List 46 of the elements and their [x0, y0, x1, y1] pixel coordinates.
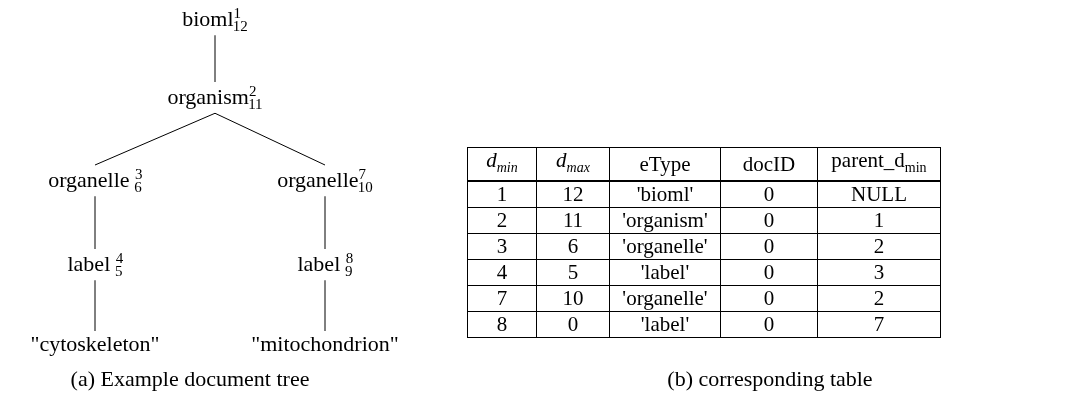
column-header: d$_{min}$ — [467, 147, 537, 182]
table-cell: 0 — [720, 181, 818, 208]
tree-line — [214, 112, 326, 166]
tree-node-label: "mitochondrion" — [251, 332, 399, 357]
table-cell: 'label' — [609, 259, 721, 286]
table-cell: 11 — [536, 207, 610, 234]
table-cell: 2 — [817, 233, 941, 260]
table-cell: 1 — [817, 207, 941, 234]
tree-line — [94, 112, 216, 166]
table-cell: 'organelle' — [609, 285, 721, 312]
table-cell: 5 — [536, 259, 610, 286]
table-cell: 3 — [817, 259, 941, 286]
table-cell: 1 — [467, 181, 537, 208]
table-cell: 10 — [536, 285, 610, 312]
tree-line — [324, 279, 326, 332]
table-cell: 2 — [467, 207, 537, 234]
table-cell: 7 — [467, 285, 537, 312]
column-header: docID — [720, 147, 818, 182]
table-cell: 0 — [720, 285, 818, 312]
table-cell: 0 — [720, 233, 818, 260]
table-cell: 0 — [536, 311, 610, 338]
tree-line — [214, 34, 216, 83]
caption: (a) Example document tree — [70, 366, 310, 392]
table-cell: 3 — [467, 233, 537, 260]
table-cell: 'label' — [609, 311, 721, 338]
table-cell: 0 — [720, 207, 818, 234]
table-cell: 7 — [817, 311, 941, 338]
table-cell: NULL — [817, 181, 941, 208]
table-cell: 'bioml' — [609, 181, 721, 208]
table-cell: 8 — [467, 311, 537, 338]
tree-node-label: "cytoskeleton" — [30, 332, 160, 357]
table-cell: 0 — [720, 259, 818, 286]
column-header: parent_d$_{min}$ — [817, 147, 941, 182]
table-cell: 2 — [817, 285, 941, 312]
table-cell: 6 — [536, 233, 610, 260]
column-header: eType — [609, 147, 721, 182]
table-cell: 12 — [536, 181, 610, 208]
tree-line — [94, 195, 96, 250]
tree-line — [94, 279, 96, 332]
column-header: d$_{max}$ — [536, 147, 610, 182]
table-cell: 0 — [720, 311, 818, 338]
tree-line — [324, 195, 326, 250]
caption: (b) corresponding table — [667, 366, 873, 392]
table-cell: 'organelle' — [609, 233, 721, 260]
table-cell: 'organism' — [609, 207, 721, 234]
table-cell: 4 — [467, 259, 537, 286]
